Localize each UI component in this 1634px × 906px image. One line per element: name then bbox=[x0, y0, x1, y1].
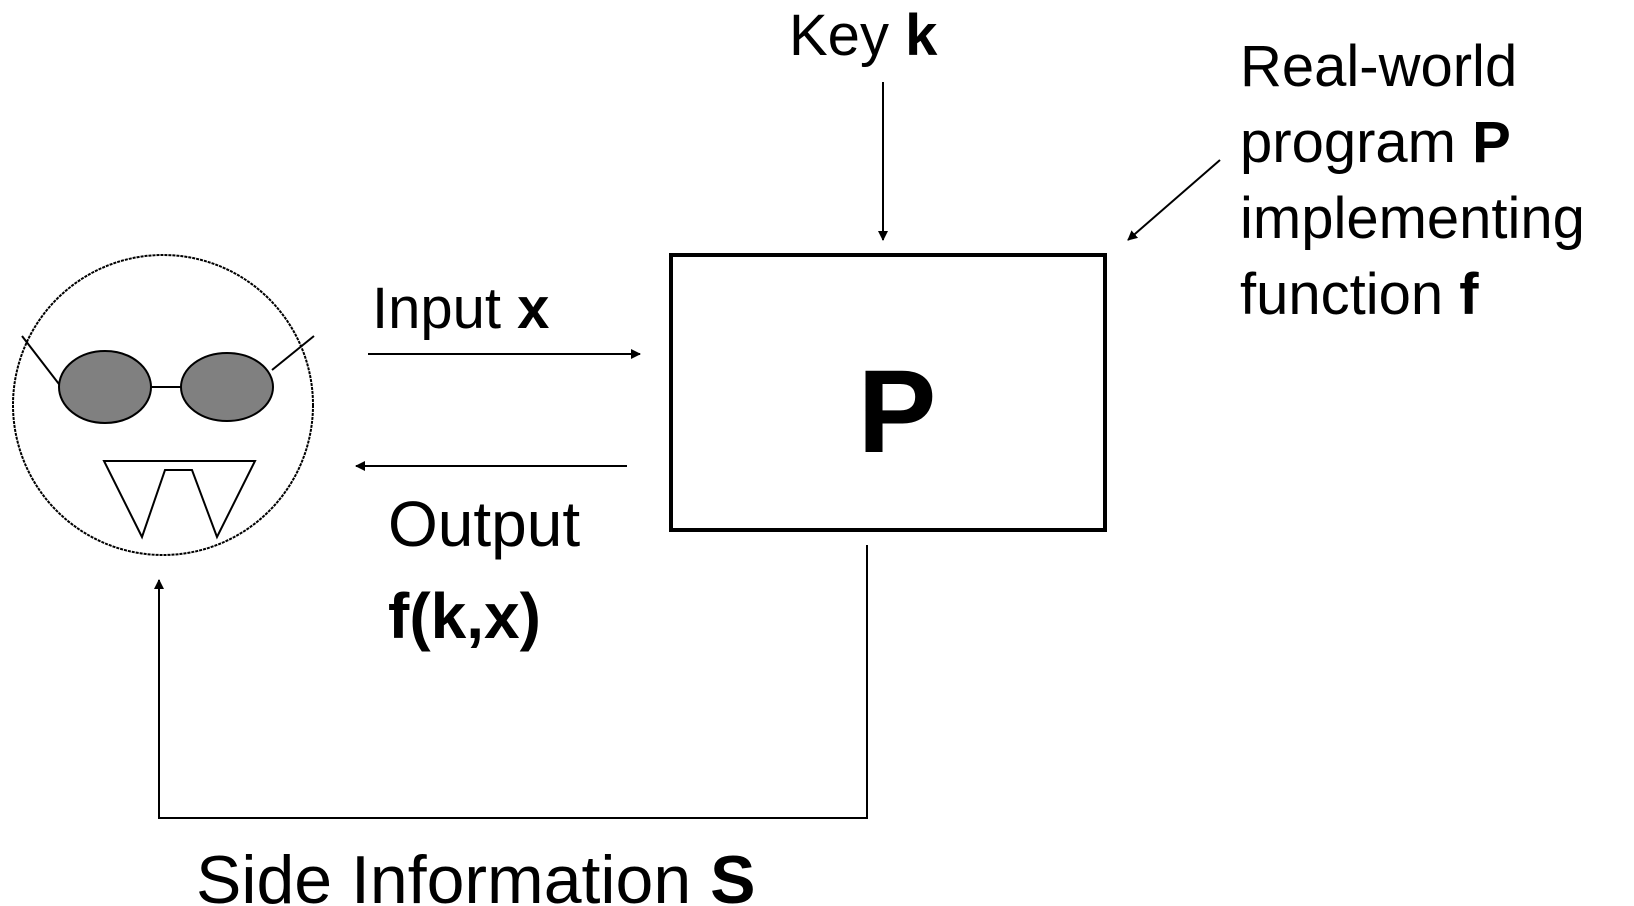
output-label: Output bbox=[388, 488, 580, 560]
glasses-temple-left bbox=[21, 335, 63, 389]
glasses-lens-left bbox=[58, 350, 152, 424]
program-box-label: P bbox=[858, 346, 937, 478]
program-note-line3: implementing bbox=[1240, 186, 1585, 251]
input-label: Input x bbox=[372, 276, 549, 341]
program-note-line1: Real-world bbox=[1240, 34, 1517, 99]
side-info-path bbox=[154, 545, 868, 819]
glasses-lens-right bbox=[180, 352, 274, 422]
program-note-line2: program P bbox=[1240, 110, 1511, 175]
face-outline bbox=[12, 254, 314, 556]
glasses-temple-right bbox=[271, 335, 315, 371]
program-note-line4: function f bbox=[1240, 262, 1479, 327]
fangs-mouth bbox=[102, 460, 257, 540]
side-info-label: Side Information S bbox=[196, 842, 755, 906]
output-value: f(k,x) bbox=[388, 580, 541, 652]
program-note-arrow bbox=[1127, 159, 1221, 241]
program-box bbox=[669, 253, 1107, 532]
key-label: Key k bbox=[789, 3, 938, 68]
adversary-icon bbox=[12, 254, 315, 556]
